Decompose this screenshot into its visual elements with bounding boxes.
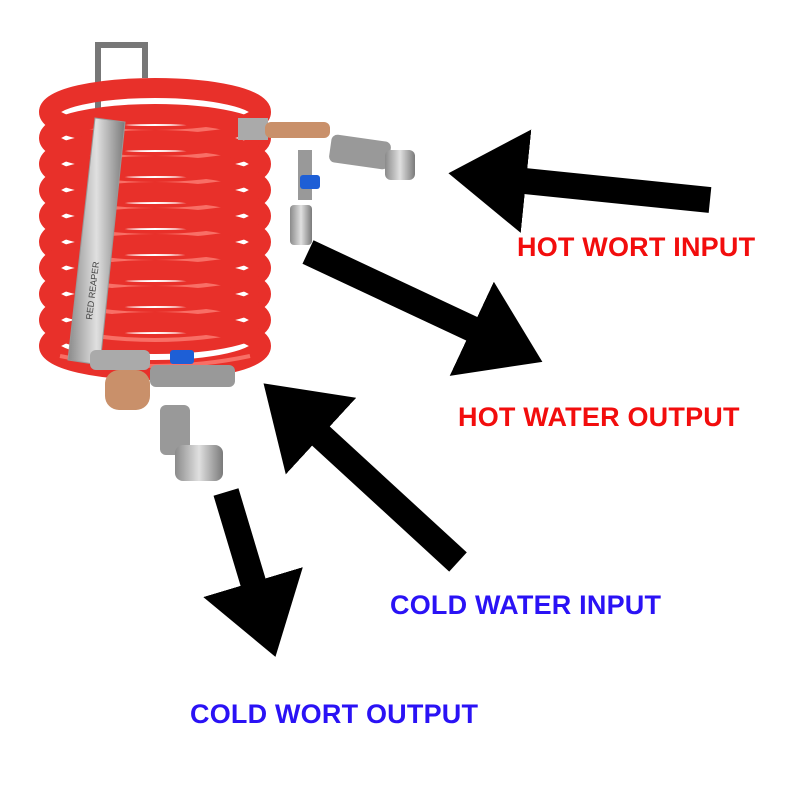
arrow-hot-water-output <box>302 240 543 376</box>
hot-side-fittings <box>238 118 415 245</box>
valve-handle <box>300 175 320 189</box>
arrow-cold-water-input <box>263 383 467 572</box>
mounting-band: RED REAPER <box>67 117 126 366</box>
arrow-cold-wort-output <box>203 488 303 657</box>
hose-loop <box>39 286 271 354</box>
label-cold-water-input: COLD WATER INPUT <box>390 590 662 620</box>
arrow-hot-wort-input <box>448 129 712 233</box>
valve-handle <box>170 350 194 364</box>
arrows <box>203 129 712 657</box>
label-cold-wort-output: COLD WORT OUTPUT <box>190 699 479 729</box>
label-hot-wort-input: HOT WORT INPUT <box>517 232 756 262</box>
cold-side-fittings <box>90 350 235 481</box>
label-hot-water-output: HOT WATER OUTPUT <box>458 402 740 432</box>
red-hose-coil <box>39 78 271 380</box>
